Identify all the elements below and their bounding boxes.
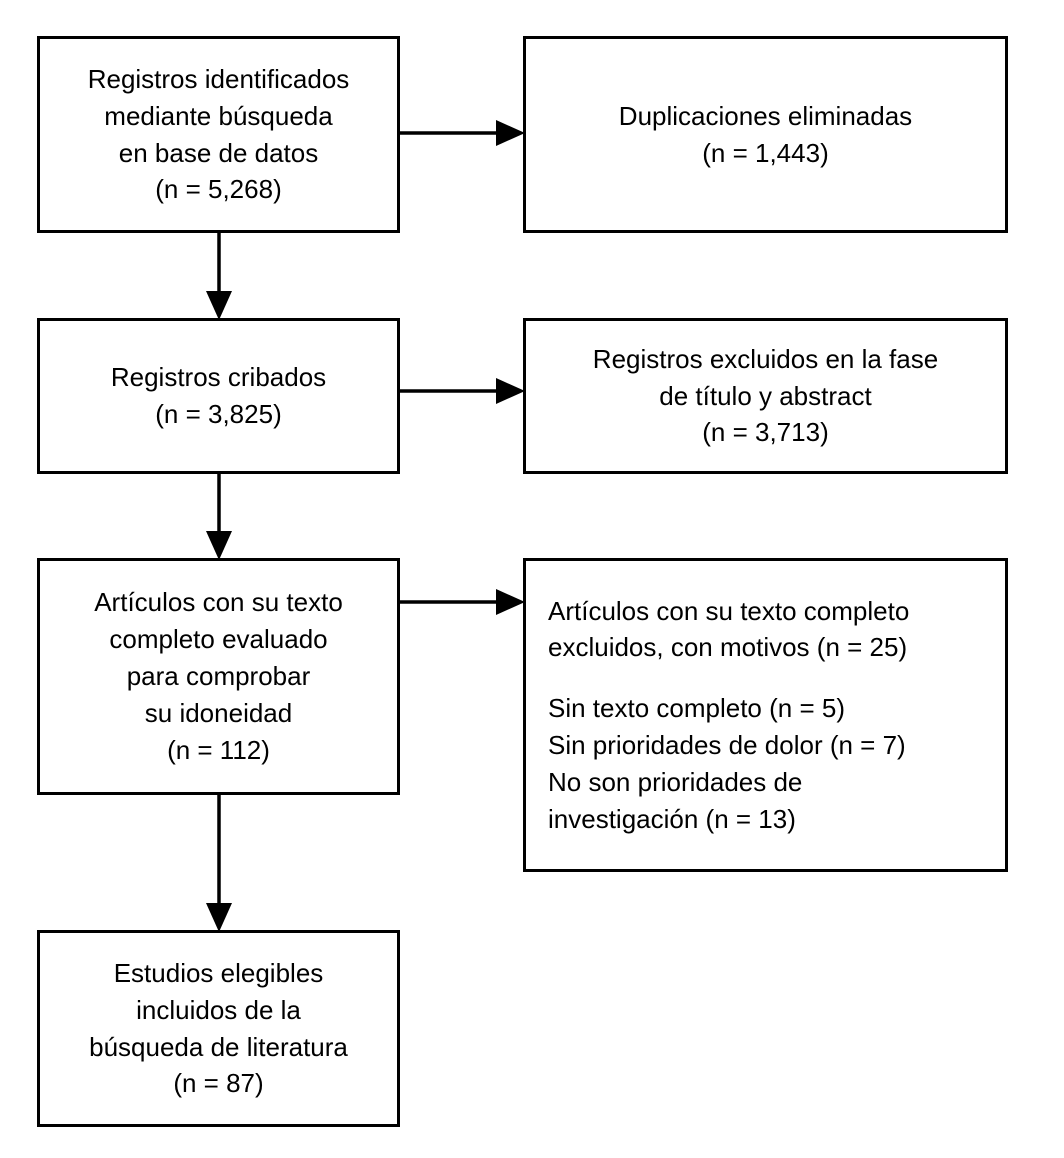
records-excluded-title-abstract-text: Registros excluidos en la fase de título …: [526, 341, 1005, 452]
text-line: investigación (n = 13): [548, 803, 796, 834]
text-line: Duplicaciones eliminadas: [618, 100, 913, 131]
box-records-screened: Registros cribados (n = 3,825): [37, 318, 400, 474]
text-line: (n = 5,268): [155, 174, 282, 205]
box-fulltext-excluded-with-reasons: Artículos con su texto completo excluidos…: [523, 558, 1008, 872]
text-line: [548, 666, 995, 689]
text-line: Registros cribados: [110, 362, 327, 393]
arrow-identified-to-duplicates: [398, 120, 525, 146]
duplicates-removed-text: Duplicaciones eliminadas (n = 1,443): [526, 98, 1005, 172]
text-line: Estudios elegibles: [113, 957, 324, 988]
text-line: Artículos con su texto completo: [548, 595, 910, 626]
fulltext-assessed-text: Artículos con su texto completo evaluado p…: [40, 584, 397, 769]
arrow-identified-to-screened: [206, 231, 232, 320]
text-line: para comprobar: [126, 661, 311, 692]
eligible-studies-included-text: Estudios elegibles incluidos de la búsqued…: [40, 955, 397, 1103]
text-line: (n = 1,443): [702, 137, 829, 168]
text-line: incluidos de la: [136, 994, 301, 1025]
text-line: mediante búsqueda: [104, 100, 333, 131]
text-line: Registros excluidos en la fase: [592, 343, 939, 374]
text-line: completo evaluado: [109, 624, 328, 655]
records-identified-text: Registros identificados mediante búsqueda…: [40, 61, 397, 209]
box-eligible-studies-included: Estudios elegibles incluidos de la búsqued…: [37, 930, 400, 1127]
text-line: su idoneidad: [144, 697, 293, 728]
text-line: de título y abstract: [659, 380, 872, 411]
fulltext-excluded-text: Artículos con su texto completo excluidos…: [526, 593, 1005, 838]
box-fulltext-assessed: Artículos con su texto completo evaluado p…: [37, 558, 400, 795]
text-line: búsqueda de literatura: [89, 1031, 348, 1062]
arrow-fulltext-to-included: [206, 793, 232, 932]
text-line: Artículos con su texto: [94, 587, 343, 618]
arrow-screened-to-fulltext: [206, 472, 232, 560]
box-duplicates-removed: Duplicaciones eliminadas (n = 1,443): [523, 36, 1008, 233]
text-line: excluidos, con motivos (n = 25): [548, 632, 908, 663]
text-line: (n = 3,825): [155, 399, 282, 429]
text-line: Registros identificados: [87, 63, 350, 94]
arrow-fulltext-to-excluded-reasons: [398, 589, 525, 615]
text-line: No son prioridades de: [548, 766, 803, 797]
box-records-identified: Registros identificados mediante búsqueda…: [37, 36, 400, 233]
text-line: Sin prioridades de dolor (n = 7): [548, 729, 906, 760]
box-records-excluded-title-abstract: Registros excluidos en la fase de título …: [523, 318, 1008, 474]
text-line: Sin texto completo (n = 5): [548, 692, 845, 723]
text-line: en base de datos: [118, 137, 319, 168]
records-screened-text: Registros cribados (n = 3,825): [40, 359, 397, 433]
text-line: (n = 112): [167, 734, 270, 765]
text-line: (n = 3,713): [702, 417, 829, 448]
text-line: (n = 87): [173, 1068, 264, 1099]
arrow-screened-to-excluded-title-abstract: [398, 378, 525, 404]
